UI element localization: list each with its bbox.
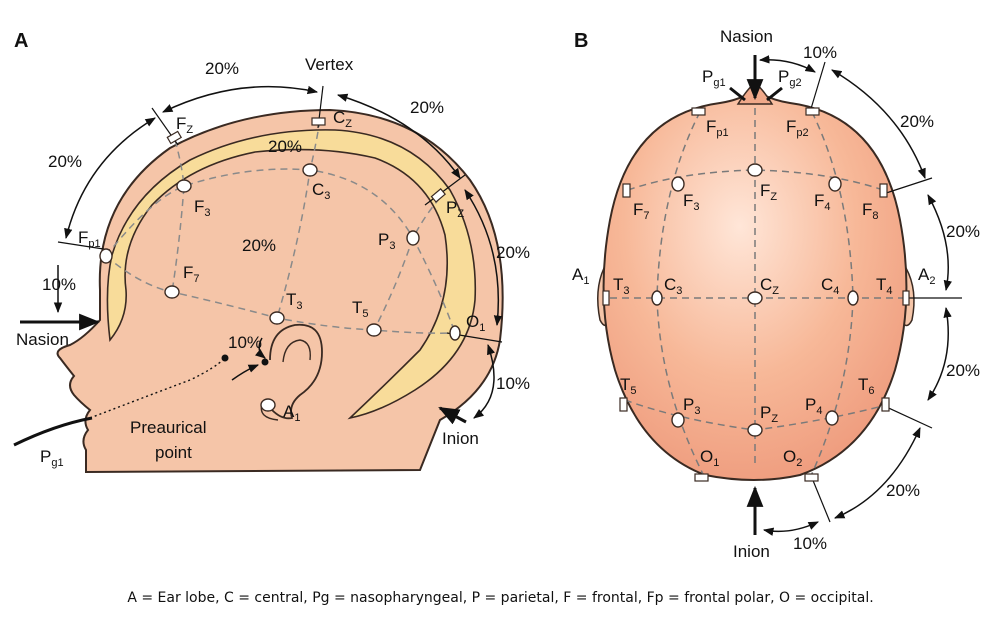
panel-b-top-view: B xyxy=(572,27,980,561)
label-b-fp2: Fp2 xyxy=(786,117,809,139)
label-b-pz: PZ xyxy=(760,403,778,425)
preauricular-label-line2: point xyxy=(155,443,192,462)
panel-b-tick-lines xyxy=(809,61,962,523)
electrode-b-c4 xyxy=(847,290,859,306)
label-a-fz: FZ xyxy=(176,114,193,136)
panel-a-measurement-arcs xyxy=(53,85,503,419)
label-a-o1: O1 xyxy=(466,312,485,334)
label-a-fp1: Fp1 xyxy=(78,228,101,250)
panel-b-tag: B xyxy=(574,30,588,52)
label-b-c4: C4 xyxy=(821,275,839,297)
label-b-c3: C3 xyxy=(664,275,682,297)
pct-a-nasion-gap: 10% xyxy=(42,275,76,294)
pct-b-right-mid-lower: 20% xyxy=(946,361,980,380)
electrode-a-c3 xyxy=(302,163,318,177)
electrode-a-f7 xyxy=(164,285,180,299)
electrode-b-cz xyxy=(747,291,763,305)
label-b-t3: T3 xyxy=(613,275,630,297)
electrode-b-f3 xyxy=(671,176,685,192)
label-a-p3: P3 xyxy=(378,230,395,252)
label-b-o1: O1 xyxy=(700,447,719,469)
preauricular-dot-2 xyxy=(261,358,269,366)
pct-a-left-arc: 20% xyxy=(48,152,82,171)
pct-a-inion-gap: 10% xyxy=(496,374,530,393)
vertex-label: Vertex xyxy=(305,55,354,74)
label-b-a2: A2 xyxy=(918,265,935,287)
ear-outline xyxy=(269,323,323,420)
electrode-b-c3 xyxy=(651,290,663,306)
figure-caption: A = Ear lobe, C = central, Pg = nasophar… xyxy=(127,590,874,606)
inion-label-b: Inion xyxy=(733,542,770,561)
electrode-b-p4 xyxy=(825,410,839,426)
electrode-a-a1 xyxy=(260,398,276,412)
label-a-f3: F3 xyxy=(194,197,211,219)
pct-a-center: 20% xyxy=(242,236,276,255)
label-a-t3: T3 xyxy=(286,290,303,312)
pct-b-bottom-gap: 10% xyxy=(793,534,827,553)
inion-arrow-a xyxy=(438,406,467,425)
electrode-a-t3 xyxy=(269,311,285,325)
label-b-p4: P4 xyxy=(805,395,822,417)
panel-a-side-view: A xyxy=(13,30,530,474)
label-a-pz: PZ xyxy=(446,198,464,220)
pct-b-top-gap: 10% xyxy=(803,43,837,62)
pct-a-ear-gap: 10% xyxy=(228,333,262,352)
label-b-p3: P3 xyxy=(683,395,700,417)
pg2-lead-b xyxy=(766,86,783,102)
label-a-c3: C3 xyxy=(312,180,330,202)
label-b-fp1: Fp1 xyxy=(706,117,729,139)
pct-b-right-mid-upper: 20% xyxy=(946,222,980,241)
preauricular-label-line1: Preaurical xyxy=(130,418,207,437)
panel-a-surface-electrodes xyxy=(166,117,447,203)
pg1-dotted-line xyxy=(89,357,226,419)
label-b-t5: T5 xyxy=(620,375,637,397)
label-b-pg2: Pg2 xyxy=(778,67,802,89)
label-b-f3: F3 xyxy=(683,191,700,213)
inion-label-a: Inion xyxy=(442,429,479,448)
label-b-pg1: Pg1 xyxy=(702,67,726,89)
label-b-f8: F8 xyxy=(862,200,879,222)
nasion-label-a: Nasion xyxy=(16,330,69,349)
pct-a-band-top: 20% xyxy=(268,137,302,156)
label-b-cz: CZ xyxy=(760,275,779,297)
label-b-a1: A1 xyxy=(572,265,589,287)
pct-b-bottom-right: 20% xyxy=(886,481,920,500)
label-b-t6: T6 xyxy=(858,375,875,397)
label-b-fz: FZ xyxy=(760,181,777,203)
label-a-f7: F7 xyxy=(183,263,200,285)
preauricular-dot-1 xyxy=(221,354,229,362)
pg1-electrode-lead xyxy=(13,416,93,447)
label-a-pg1: Pg1 xyxy=(40,447,64,469)
pct-a-top-right: 20% xyxy=(410,98,444,117)
electrode-b-fz xyxy=(747,163,763,177)
pct-a-right-arc: 20% xyxy=(496,243,530,262)
label-a-cz: CZ xyxy=(333,108,352,130)
electrode-b-pz xyxy=(747,423,763,437)
pct-b-right-upper: 20% xyxy=(900,112,934,131)
electrode-a-p3 xyxy=(406,230,420,246)
electrode-a-fp1 xyxy=(99,248,113,264)
pct-a-top-left: 20% xyxy=(205,59,239,78)
label-b-f7: F7 xyxy=(633,200,650,222)
panel-b-measurement-arcs xyxy=(758,55,952,536)
panel-a-tag: A xyxy=(14,30,28,52)
label-b-o2: O2 xyxy=(783,447,802,469)
label-a-t5: T5 xyxy=(352,298,369,320)
label-b-t4: T4 xyxy=(876,275,893,297)
electrode-a-f3 xyxy=(176,179,192,193)
ear-inner xyxy=(282,339,311,363)
panel-b-edge-electrodes xyxy=(602,107,910,482)
pg1-lead-b xyxy=(729,86,746,102)
electrode-b-f4 xyxy=(828,176,842,192)
nasion-label-b: Nasion xyxy=(720,27,773,46)
brain-band xyxy=(106,129,477,420)
electrode-a-o1 xyxy=(449,325,461,341)
label-b-f4: F4 xyxy=(814,191,831,213)
electrode-b-p3 xyxy=(671,412,685,428)
electrode-a-t5 xyxy=(366,323,382,337)
label-a-a1: A1 xyxy=(283,402,300,424)
